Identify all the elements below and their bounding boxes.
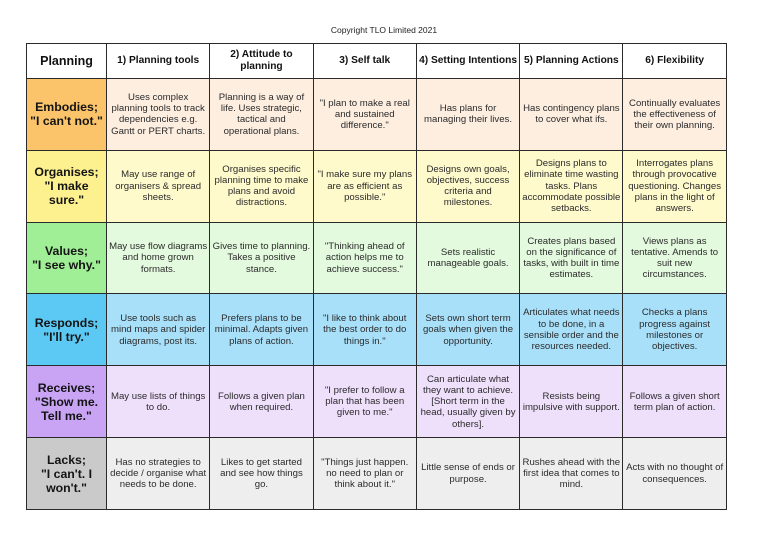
table-cell: Sets realistic manageable goals. — [415, 221, 521, 295]
row-label-values: Values;"I see why." — [26, 221, 107, 295]
table-cell: Designs plans to eliminate time wasting … — [519, 149, 624, 223]
table-cell: Sets own short term goals when given the… — [415, 293, 521, 367]
copyright-notice: Copyright TLO Limited 2021 — [330, 25, 438, 35]
row-label-level: Lacks; — [47, 452, 86, 467]
row-label-responds: Responds;"I'll try." — [26, 293, 107, 367]
row-label-level: Embodies; — [35, 100, 98, 115]
table-cell: "Thinking ahead of action helps me to ac… — [312, 221, 417, 295]
table-cell: "I plan to make a real and sustained dif… — [312, 78, 417, 151]
table-cell: Likes to get started and see how things … — [209, 437, 314, 510]
table-cell: Use tools such as mind maps and spider d… — [105, 293, 211, 367]
row-label-level: Organises; — [34, 165, 99, 180]
column-header-attitude-to-planning: 2) Attitude to planning — [209, 43, 314, 79]
table-cell: Has no strategies to decide / organise w… — [105, 437, 211, 510]
row-label-quote: "Show me. Tell me." — [34, 394, 99, 423]
row-label-receives: Receives;"Show me. Tell me." — [26, 365, 107, 439]
table-cell: Has contingency plans to cover what ifs. — [519, 78, 624, 151]
row-label-lacks: Lacks;"I can't. I won't." — [26, 437, 107, 510]
row-label-organises: Organises;"I make sure." — [26, 149, 107, 223]
table-cell: Checks a plans progress against mileston… — [622, 293, 727, 367]
table-cell: Rushes ahead with the first idea that co… — [519, 437, 624, 510]
row-label-level: Receives; — [37, 380, 96, 395]
table-row-responds: Responds;"I'll try." Use tools such as m… — [26, 293, 727, 367]
table-cell: Designs own goals, objectives, success c… — [415, 149, 521, 223]
table-cell: Has plans for managing their lives. — [415, 78, 521, 151]
table-cell: Creates plans based on the significance … — [519, 221, 624, 295]
table-cell: Follows a given short term plan of actio… — [622, 365, 727, 439]
table-row-lacks: Lacks;"I can't. I won't." Has no strateg… — [26, 437, 727, 510]
table-row-values: Values;"I see why." May use flow diagram… — [26, 221, 727, 295]
column-header-self-talk: 3) Self talk — [312, 43, 417, 79]
table-cell: Gives time to planning. Takes a positive… — [209, 221, 314, 295]
table-row-organises: Organises;"I make sure." May use range o… — [26, 149, 727, 223]
table-cell: Planning is a way of life. Uses strategi… — [209, 78, 314, 151]
table-cell: Articulates what needs to be done, in a … — [519, 293, 624, 367]
row-label-level: Values; — [44, 244, 89, 259]
row-label-quote: "I make sure." — [44, 179, 89, 208]
column-header-planning-tools: 1) Planning tools — [105, 43, 211, 79]
table-cell: Continually evaluates the effectiveness … — [622, 78, 727, 151]
planning-rubric-table: Planning 1) Planning tools 2) Attitude t… — [26, 43, 727, 510]
column-header-setting-intentions: 4) Setting Intentions — [415, 43, 521, 79]
table-cell: May use range of organisers & spread she… — [105, 149, 211, 223]
table-cell: Organises specific planning time to make… — [209, 149, 314, 223]
row-label-quote: "I see why." — [32, 258, 101, 273]
table-cell: "I make sure my plans are as efficient a… — [312, 149, 417, 223]
table-cell: "I like to think about the best order to… — [312, 293, 417, 367]
table-cell: Acts with no thought of consequences. — [622, 437, 727, 510]
row-label-level: Responds; — [34, 315, 99, 330]
corner-header: Planning — [26, 43, 107, 79]
table-cell: Prefers plans to be minimal. Adapts give… — [209, 293, 314, 367]
table-cell: "I prefer to follow a plan that has been… — [312, 365, 417, 439]
table-cell: Interrogates plans through provocative q… — [622, 149, 727, 223]
row-label-quote: "I'll try." — [43, 329, 90, 344]
row-label-quote: "I can't not." — [30, 114, 103, 129]
column-header-planning-actions: 5) Planning Actions — [519, 43, 624, 79]
table-cell: Follows a given plan when required. — [209, 365, 314, 439]
table-cell: Views plans as tentative. Amends to suit… — [622, 221, 727, 295]
column-header-flexibility: 6) Flexibility — [622, 43, 727, 79]
table-cell: Uses complex planning tools to track dep… — [105, 78, 211, 151]
table-row-embodies: Embodies;"I can't not." Uses complex pla… — [26, 78, 727, 151]
table-cell: "Things just happen. no need to plan or … — [312, 437, 417, 510]
table-cell: May use flow diagrams and home grown for… — [105, 221, 211, 295]
table-cell: May use lists of things to do. — [105, 365, 211, 439]
table-cell: Little sense of ends or purpose. — [415, 437, 521, 510]
table-cell: Can articulate what they want to achieve… — [415, 365, 521, 439]
table-cell: Resists being impulsive with support. — [519, 365, 624, 439]
table-row-receives: Receives;"Show me. Tell me." May use lis… — [26, 365, 727, 439]
row-label-embodies: Embodies;"I can't not." — [26, 78, 107, 151]
header-row: Planning 1) Planning tools 2) Attitude t… — [26, 43, 727, 79]
row-label-quote: "I can't. I won't." — [40, 466, 93, 495]
